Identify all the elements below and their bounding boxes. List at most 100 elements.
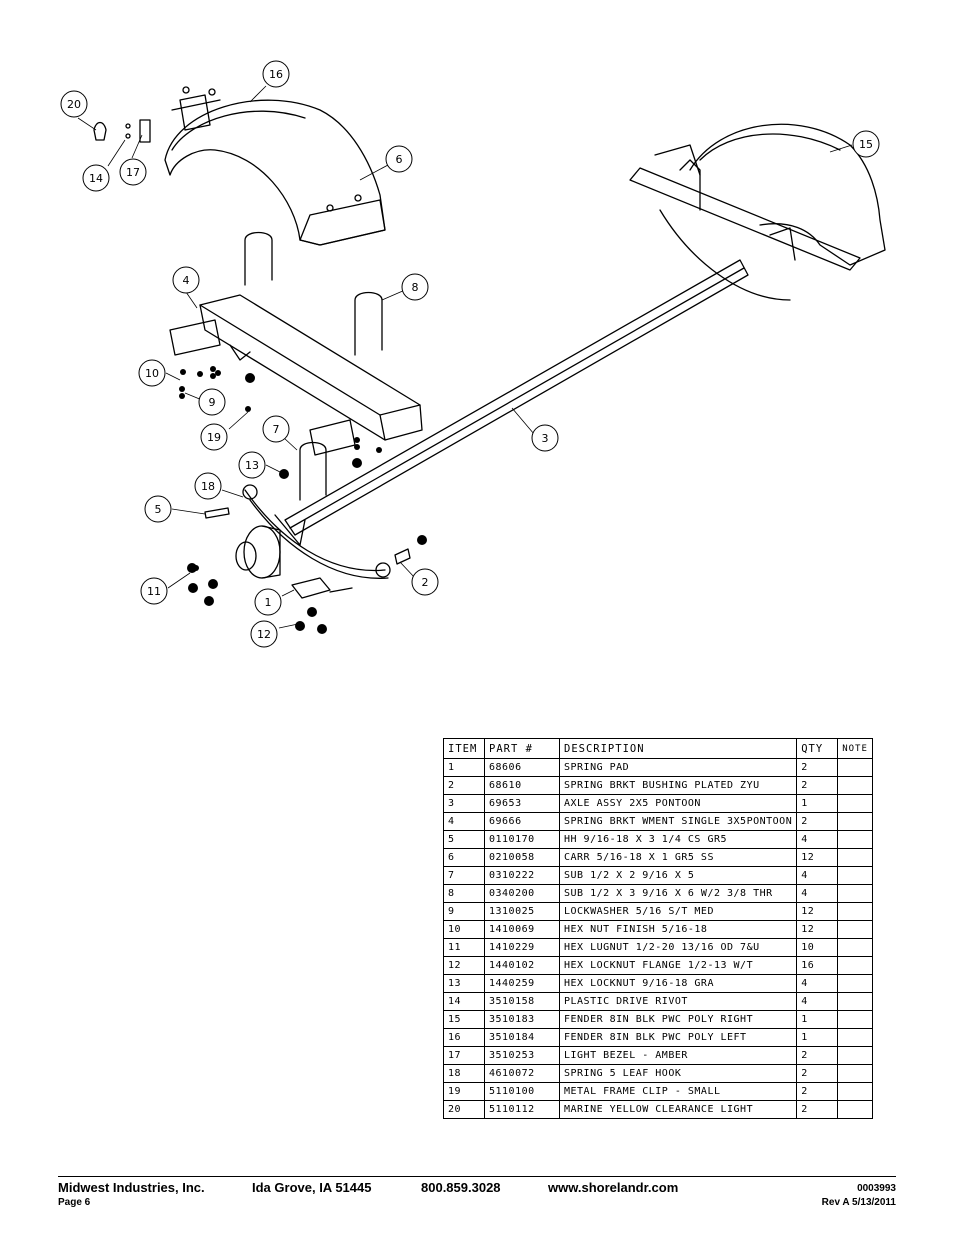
cell-note [837,920,873,939]
callout-3: 3 [542,432,549,445]
cell-item: 14 [443,992,485,1011]
cell-qty: 12 [796,920,839,939]
footer-rule [58,1176,896,1177]
cell-qty: 2 [796,1082,839,1101]
cell-note [837,758,873,777]
cell-description: HH 9/16-18 X 3 1/4 CS GR5 [558,830,798,849]
cell-note [837,902,873,921]
cell-description: SPRING 5 LEAF HOOK [558,1064,798,1083]
cell-part-number: 5110100 [484,1082,560,1101]
callout-9: 9 [209,396,216,409]
callout-15: 15 [859,138,873,151]
cell-part-number: 4610072 [484,1064,560,1083]
callout-6: 6 [396,153,403,166]
cell-note [837,974,873,993]
cell-part-number: 3510183 [484,1010,560,1029]
nuts-drawing [179,366,427,634]
cell-item: 10 [443,920,485,939]
footer-phone: 800.859.3028 [421,1180,501,1195]
cell-description: SUB 1/2 X 2 9/16 X 5 [558,866,798,885]
callout-20: 20 [67,98,81,111]
cell-note [837,884,873,903]
cell-qty: 4 [796,992,839,1011]
left-fender-drawing [164,86,386,246]
cell-description: LOCKWASHER 5/16 S/T MED [558,902,798,921]
spring-bracket-drawing [169,294,423,456]
cell-part-number: 68610 [484,776,560,795]
callout-11: 11 [147,585,161,598]
cell-qty: 2 [796,1046,839,1065]
cell-item: 11 [443,938,485,957]
cell-part-number: 3510253 [484,1046,560,1065]
callout-8: 8 [412,281,419,294]
callout-leaders [77,85,853,629]
header-item: ITEM [443,738,485,759]
cell-note [837,1010,873,1029]
cell-part-number: 0310222 [484,866,560,885]
parts-table-header: ITEM PART # DESCRIPTION QTY NOTE [443,738,873,759]
cell-item: 8 [443,884,485,903]
cell-item: 12 [443,956,485,975]
footer-website[interactable]: www.shorelandr.com [548,1180,679,1195]
axle-drawing [274,259,749,546]
cell-note [837,1082,873,1101]
cell-qty: 16 [796,956,839,975]
cell-part-number: 68606 [484,758,560,777]
cell-part-number: 5110112 [484,1100,560,1119]
cell-qty: 4 [796,884,839,903]
header-part-number: PART # [484,738,560,759]
cell-part-number: 69653 [484,794,560,813]
leaf-spring-drawing [242,484,391,579]
cell-part-number: 0210058 [484,848,560,867]
callout-16: 16 [269,68,283,81]
cell-qty: 1 [796,1028,839,1047]
callout-10: 10 [145,367,159,380]
cell-description: HEX LOCKNUT FLANGE 1/2-13 W/T [558,956,798,975]
cell-qty: 1 [796,794,839,813]
cell-description: HEX LOCKNUT 9/16-18 GRA [558,974,798,993]
cell-description: FENDER 8IN BLK PWC POLY LEFT [558,1028,798,1047]
cell-qty: 1 [796,1010,839,1029]
cell-item: 13 [443,974,485,993]
cell-item: 6 [443,848,485,867]
cell-note [837,992,873,1011]
header-qty: QTY [796,738,839,759]
cell-description: AXLE ASSY 2X5 PONTOON [558,794,798,813]
callout-18: 18 [201,480,215,493]
cell-note [837,956,873,975]
cell-item: 1 [443,758,485,777]
cell-item: 4 [443,812,485,831]
right-fender-drawing [629,123,886,301]
cell-part-number: 1410229 [484,938,560,957]
cell-note [837,866,873,885]
cell-qty: 12 [796,848,839,867]
cell-note [837,1028,873,1047]
cell-qty: 2 [796,758,839,777]
hardware-drawing [204,507,411,599]
callout-circles [60,60,880,648]
cell-description: MARINE YELLOW CLEARANCE LIGHT [558,1100,798,1119]
cell-qty: 2 [796,1100,839,1119]
cell-part-number: 1440259 [484,974,560,993]
cell-part-number: 1440102 [484,956,560,975]
cell-description: HEX NUT FINISH 5/16-18 [558,920,798,939]
cell-description: METAL FRAME CLIP - SMALL [558,1082,798,1101]
cell-qty: 2 [796,776,839,795]
cell-note [837,1100,873,1119]
cell-qty: 2 [796,812,839,831]
